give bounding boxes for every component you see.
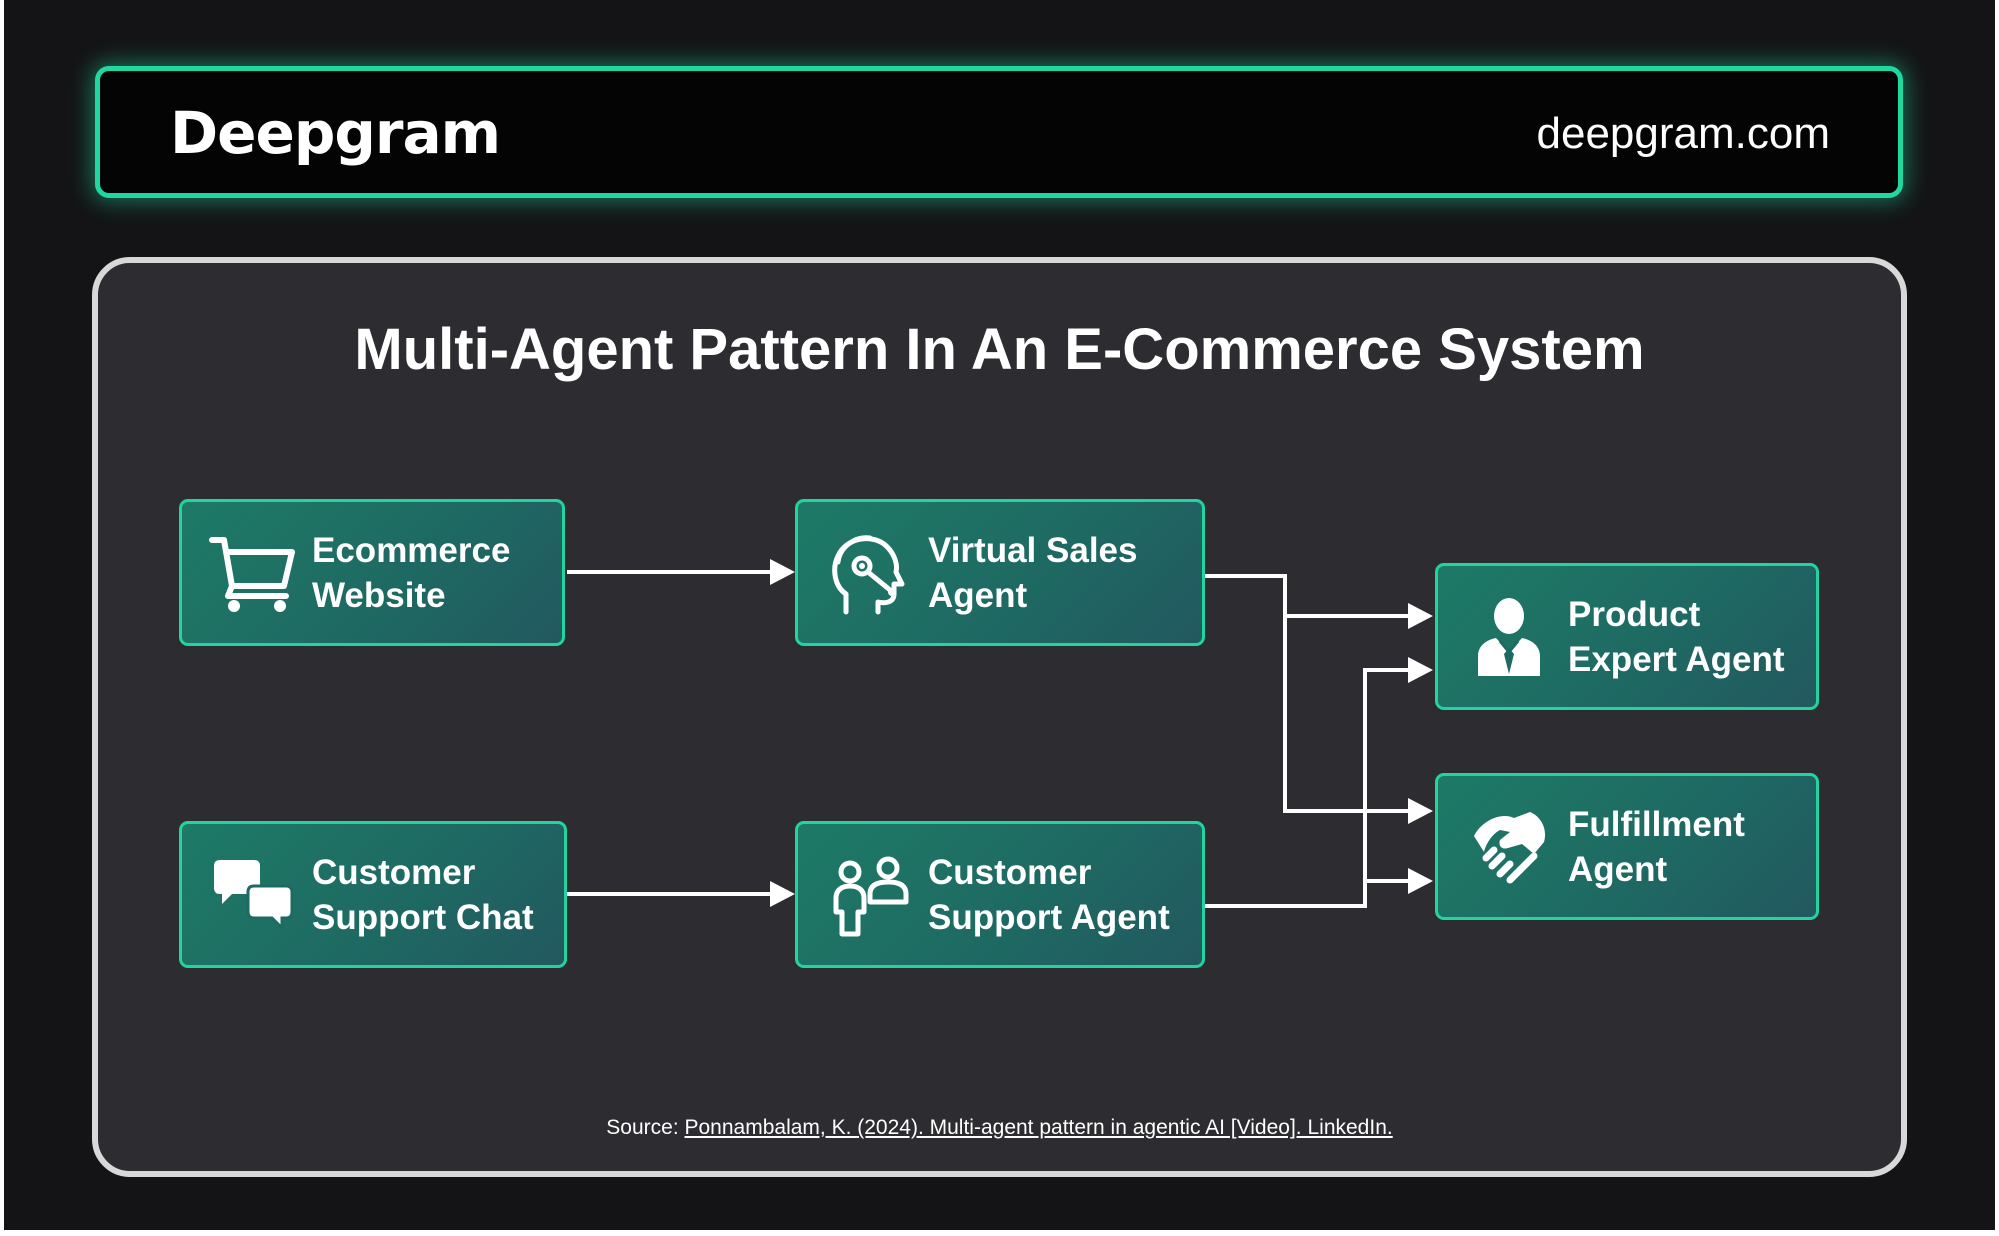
arrowhead: [1408, 798, 1433, 824]
arrowhead: [770, 559, 795, 585]
node-label-line: Expert Agent: [1568, 639, 1785, 679]
node-label-line: Ecommerce: [312, 530, 511, 570]
node-label-line: Virtual Sales: [928, 530, 1138, 570]
arrowhead: [1408, 603, 1433, 629]
node-product-expert-agent: Product Expert Agent: [1435, 563, 1819, 710]
node-label: Customer Support Chat: [312, 824, 534, 965]
edge-sales-to-product: [1204, 574, 1410, 618]
node-virtual-sales-agent: Virtual Sales Agent: [795, 499, 1205, 646]
node-label-line: Customer: [312, 852, 476, 892]
edge-support-to-fulfillment: [1204, 879, 1410, 908]
node-label: Virtual Sales Agent: [928, 502, 1137, 643]
node-label-line: Customer: [928, 852, 1092, 892]
diagram-panel: [92, 257, 1907, 1177]
deepgram-logo[interactable]: Deepgram: [170, 99, 501, 167]
node-ecommerce-website: Ecommerce Website: [179, 499, 565, 646]
node-label-line: Product: [1568, 594, 1701, 634]
header-bar: Deepgram deepgram.com: [95, 66, 1903, 198]
source-link[interactable]: Ponnambalam, K. (2024). Multi-agent patt…: [684, 1116, 1393, 1139]
handshake-icon: [1474, 812, 1546, 884]
headset-agent-icon: [832, 535, 905, 615]
arrowhead: [1408, 657, 1433, 683]
chat-bubbles-icon: [214, 860, 294, 932]
business-person-icon: [1478, 598, 1540, 676]
node-label: Product Expert Agent: [1568, 566, 1785, 707]
edge-sales-to-fulfillment: [1283, 616, 1410, 813]
node-label-line: Agent: [928, 575, 1028, 615]
people-icon: [833, 856, 909, 937]
node-label-line: Support Chat: [312, 897, 534, 937]
arrowhead: [770, 881, 795, 907]
node-label-line: Fulfillment: [1568, 804, 1745, 844]
node-label: Customer Support Agent: [928, 824, 1170, 965]
node-label-line: Support Agent: [928, 897, 1170, 937]
diagram-title: Multi-Agent Pattern In An E-Commerce Sys…: [354, 317, 1645, 382]
source-citation: Source: Ponnambalam, K. (2024). Multi-ag…: [0, 1116, 1999, 1140]
arrowhead: [1408, 868, 1433, 894]
node-label-line: Agent: [1568, 849, 1668, 889]
source-prefix: Source:: [606, 1116, 685, 1139]
edge-support-to-product: [1363, 668, 1410, 881]
node-fulfillment-agent: Fulfillment Agent: [1435, 773, 1819, 920]
node-customer-support-agent: Customer Support Agent: [795, 821, 1205, 968]
shopping-cart-icon: [209, 537, 295, 612]
website-url[interactable]: deepgram.com: [1536, 109, 1830, 158]
node-customer-support-chat: Customer Support Chat: [179, 821, 567, 968]
node-label-line: Website: [312, 575, 446, 615]
node-label: Fulfillment Agent: [1568, 776, 1745, 917]
node-label: Ecommerce Website: [312, 502, 510, 643]
